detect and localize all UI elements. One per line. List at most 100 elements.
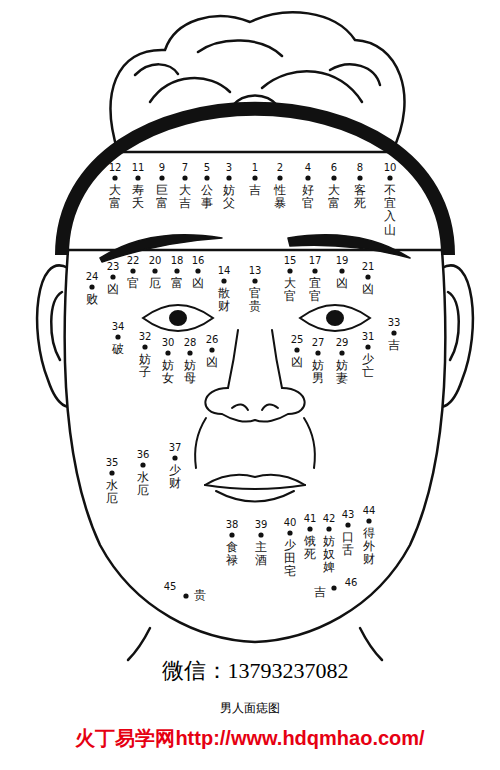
mole-dot	[305, 175, 310, 180]
mole-dot	[287, 530, 292, 535]
mole-meaning: 水厄	[106, 479, 118, 505]
left-pupil	[170, 311, 186, 325]
hair-curl	[135, 64, 178, 75]
callout-number: 8	[357, 163, 363, 173]
mole-meaning: 贵	[194, 589, 206, 601]
callout-number: 16	[192, 256, 205, 266]
callout-number: 43	[342, 510, 355, 520]
mole-dot	[287, 268, 292, 273]
callout-number: 40	[284, 518, 297, 528]
hair-curl	[330, 64, 380, 85]
mole-meaning: 水厄	[137, 471, 149, 497]
mole-meaning: 凶	[192, 277, 204, 290]
mole-dot	[130, 268, 135, 273]
face-outline	[65, 250, 446, 642]
mole-dot	[365, 274, 370, 279]
mole-meaning: 凶	[206, 356, 218, 369]
mole-dot	[365, 344, 370, 349]
neck-line	[360, 628, 382, 660]
mole-dot	[183, 593, 188, 598]
mole-dot	[258, 532, 263, 537]
callout-number: 31	[362, 332, 375, 342]
mole-meaning: 凶	[291, 356, 303, 369]
callout-number: 19	[336, 256, 349, 266]
neck-line	[128, 628, 150, 660]
mole-dot	[294, 347, 299, 352]
mole-dot	[89, 284, 94, 289]
mole-dot	[326, 526, 331, 531]
mole-meaning: 性暴	[274, 184, 286, 210]
callout-number: 42	[323, 514, 336, 524]
mole-dot	[172, 455, 177, 460]
callout-number: 20	[149, 256, 162, 266]
mole-meaning: 得外财	[363, 527, 375, 567]
mole-dot	[152, 268, 157, 273]
callout-number: 25	[291, 335, 304, 345]
mole-dot	[252, 175, 257, 180]
figure-caption: 男人面痣图	[220, 702, 280, 714]
nostril	[232, 404, 248, 410]
callout-number: 22	[127, 256, 140, 266]
website-watermark: 火丁易学网http://www.hdqmhao.com/	[75, 728, 424, 748]
mole-dot	[315, 350, 320, 355]
mole-dot	[331, 175, 336, 180]
mole-dot	[140, 462, 145, 467]
mole-meaning: 官	[127, 277, 139, 290]
mole-meaning: 客死	[354, 184, 366, 210]
nose-line	[228, 330, 238, 388]
mole-dot	[277, 175, 282, 180]
mole-meaning: 凶	[362, 283, 374, 296]
mole-meaning: 巨富	[156, 184, 168, 210]
mole-dot	[142, 344, 147, 349]
mole-meaning: 少财	[169, 464, 181, 490]
mole-dot	[307, 526, 312, 531]
callout-number: 13	[249, 266, 262, 276]
hair-curl	[198, 40, 282, 56]
mole-meaning: 妨奴婢	[323, 535, 335, 575]
callout-number: 36	[137, 450, 150, 460]
hair-curl	[262, 71, 362, 102]
nostrils	[205, 388, 304, 422]
mole-dot	[391, 330, 396, 335]
callout-number: 15	[284, 256, 297, 266]
mole-meaning: 食禄	[226, 541, 238, 567]
mole-dot	[195, 268, 200, 273]
mole-dot	[252, 278, 257, 283]
mole-meaning: 妨子	[139, 353, 151, 379]
mole-dot	[115, 334, 120, 339]
callout-number: 12	[109, 163, 122, 173]
mole-dot	[165, 350, 170, 355]
mole-meaning: 妨女	[162, 359, 174, 385]
mole-meaning: 不宜入山	[384, 184, 396, 237]
callout-number: 1	[252, 163, 258, 173]
callout-number: 35	[106, 458, 119, 468]
mole-meaning: 吉	[388, 339, 400, 352]
callout-number: 5	[204, 163, 210, 173]
callout-number: 34	[112, 322, 125, 332]
mole-meaning: 大官	[284, 277, 296, 303]
mole-meaning: 少亡	[362, 353, 374, 379]
mole-dot	[312, 268, 317, 273]
mole-dot	[110, 274, 115, 279]
mole-meaning: 妨男	[312, 359, 324, 385]
callout-number: 29	[336, 338, 349, 348]
mole-meaning: 妨母	[184, 359, 196, 385]
mole-dots	[89, 175, 396, 598]
right-eye	[300, 305, 370, 331]
mole-meaning: 厄	[149, 277, 161, 290]
mole-meaning: 少田宅	[284, 539, 296, 579]
mole-dot	[226, 175, 231, 180]
callout-number: 17	[309, 256, 322, 266]
callout-number: 14	[218, 266, 231, 276]
mole-dot	[135, 175, 140, 180]
lower-lip	[216, 491, 294, 502]
mole-dot	[357, 175, 362, 180]
mole-meaning: 大吉	[179, 184, 191, 210]
callout-number: 37	[169, 443, 182, 453]
callout-number: 27	[312, 338, 325, 348]
mole-meaning: 妨父	[223, 184, 235, 210]
callout-number: 24	[86, 272, 99, 282]
mole-dot	[366, 518, 371, 523]
